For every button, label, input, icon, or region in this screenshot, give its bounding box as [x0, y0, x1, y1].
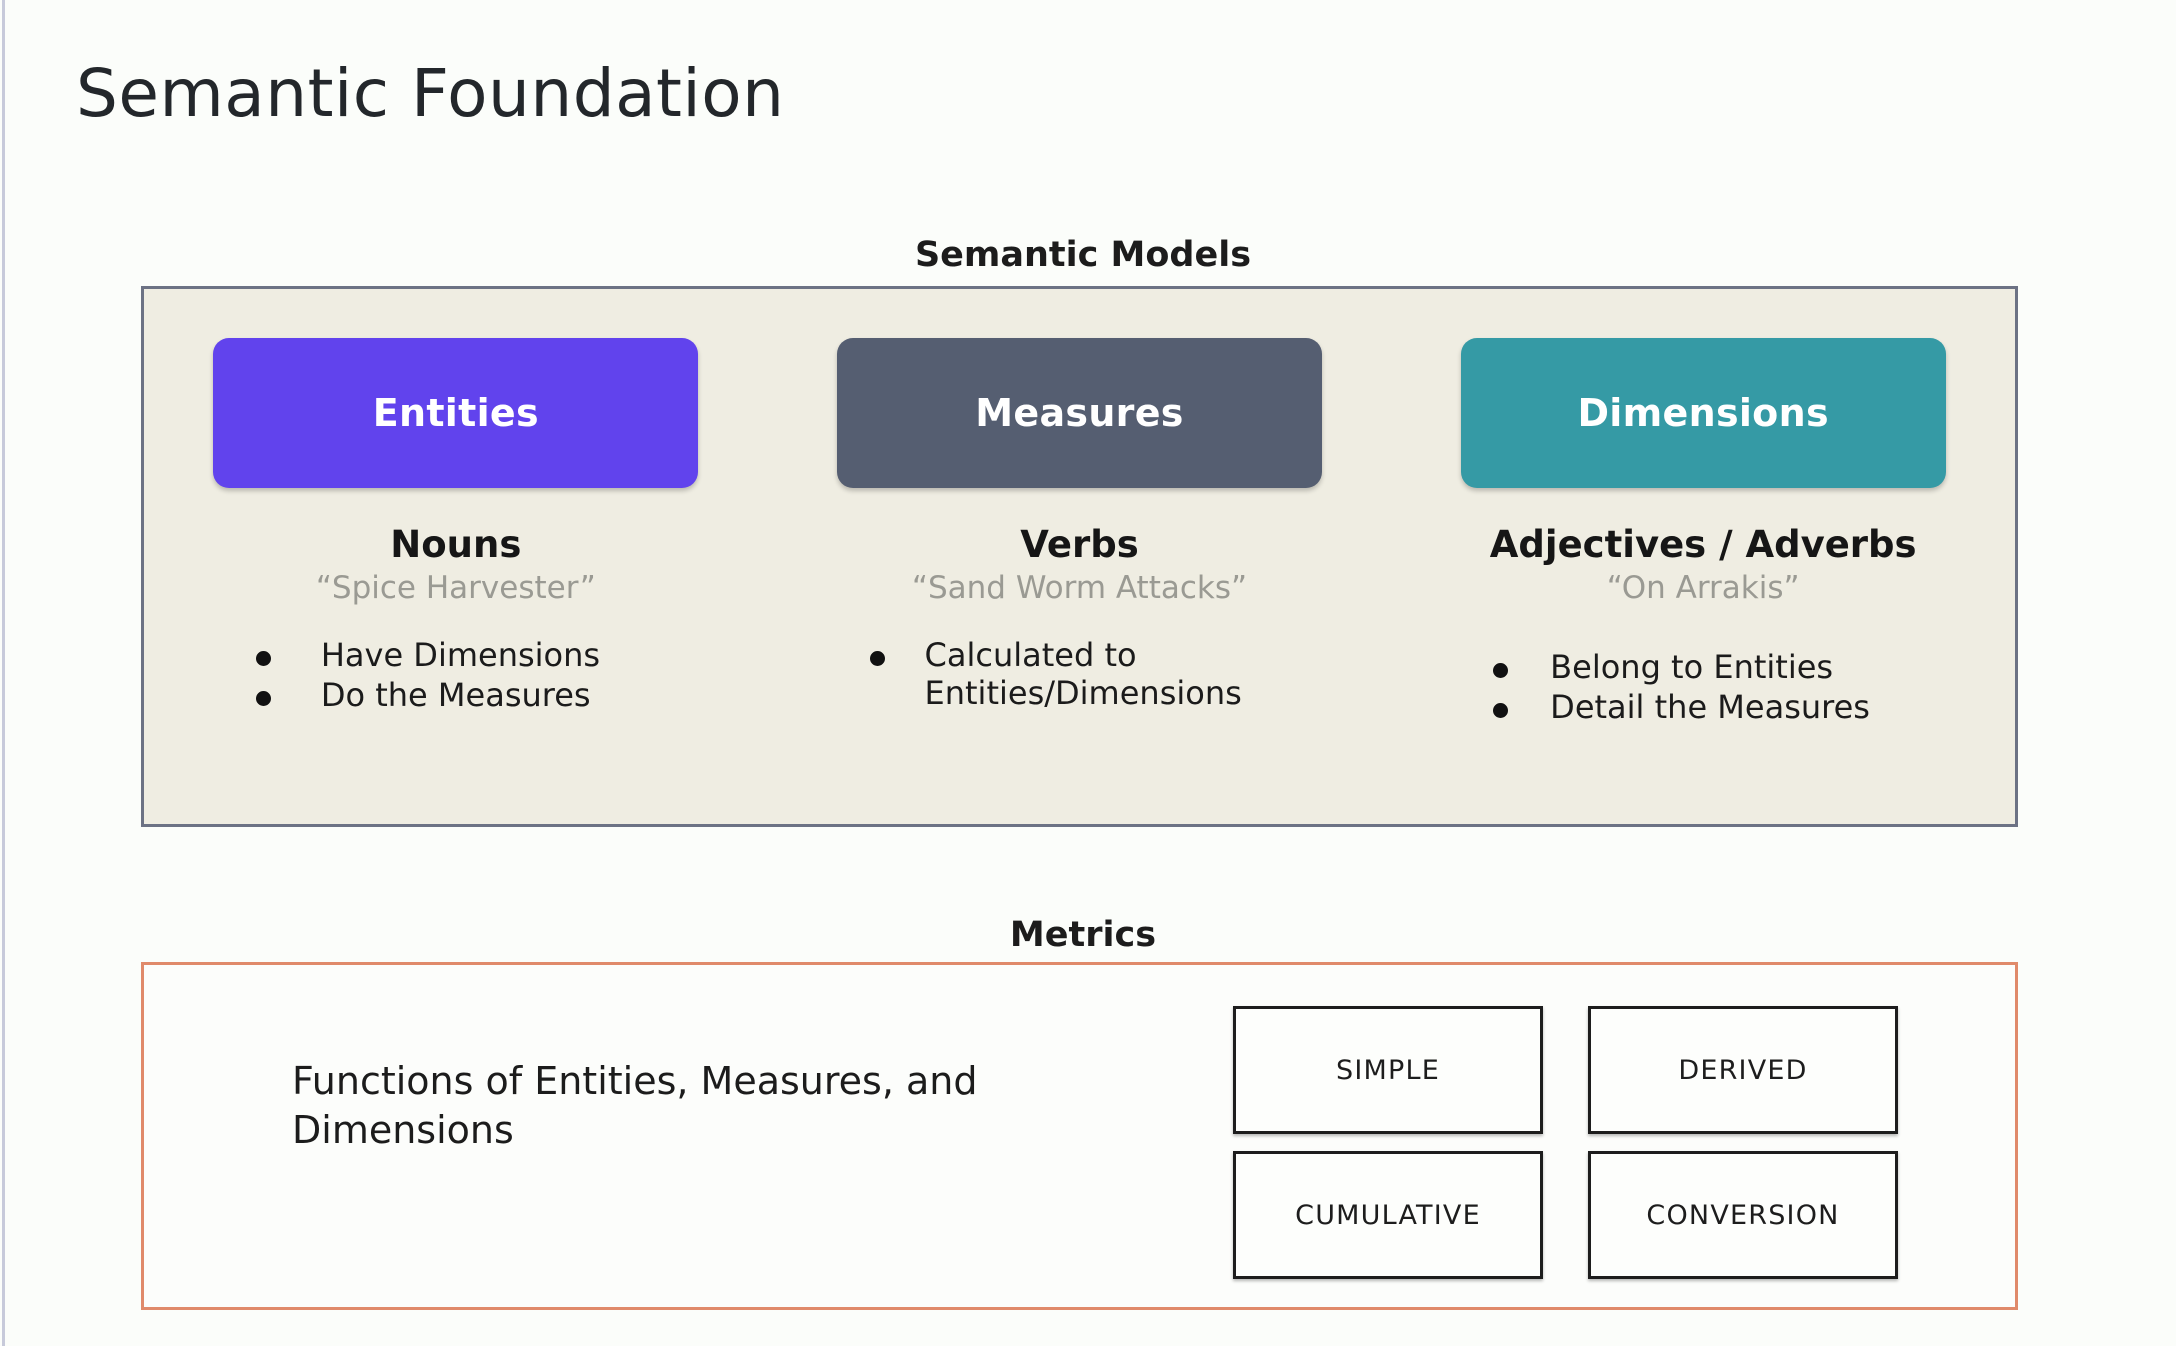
list-item: Detail the Measures [1493, 687, 1913, 727]
entities-pill[interactable]: Entities [213, 338, 699, 488]
list-item: Have Dimensions [255, 635, 656, 675]
metric-types-grid: SIMPLE DERIVED CUMULATIVE CONVERSION [1233, 1006, 1898, 1279]
measures-bullet-list: Calculated to Entities/Dimensions [768, 635, 1392, 715]
metric-type-conversion[interactable]: CONVERSION [1588, 1151, 1898, 1279]
semantic-models-panel: Entities Nouns “Spice Harvester” Have Di… [141, 286, 2018, 827]
model-column-measures: Measures Verbs “Sand Worm Attacks” Calcu… [768, 289, 1392, 824]
model-column-entities: Entities Nouns “Spice Harvester” Have Di… [144, 289, 768, 824]
metric-type-simple[interactable]: SIMPLE [1233, 1006, 1543, 1134]
metric-type-derived[interactable]: DERIVED [1588, 1006, 1898, 1134]
dimensions-bullet-list: Belong to Entities Detail the Measures [1391, 647, 2015, 729]
metrics-description: Functions of Entities, Measures, and Dim… [292, 1059, 978, 1152]
measures-pill[interactable]: Measures [837, 338, 1322, 488]
metric-type-cumulative[interactable]: CUMULATIVE [1233, 1151, 1543, 1279]
bullet-dot-icon [1493, 662, 1509, 678]
bullet-dot-icon [869, 650, 885, 666]
semantic-models-caption: Semantic Models [914, 235, 1252, 275]
bullet-dot-icon [255, 690, 271, 706]
entities-example: “Spice Harvester” [315, 569, 596, 606]
measures-bullet-text: Calculated to Entities/Dimensions [924, 635, 1242, 712]
bullet-dot-icon [255, 650, 271, 666]
list-item: Do the Measures [255, 675, 656, 715]
dimensions-pill[interactable]: Dimensions [1460, 338, 1946, 488]
page-title: Semantic Foundation [76, 55, 785, 132]
entities-bullet-text: Do the Measures [320, 675, 591, 714]
model-column-dimensions: Dimensions Adjectives / Adverbs “On Arra… [1391, 289, 2015, 824]
metrics-panel: Functions of Entities, Measures, and Dim… [141, 962, 2018, 1310]
list-item: Belong to Entities [1493, 647, 1913, 687]
entities-bullet-list: Have Dimensions Do the Measures [144, 635, 768, 717]
dimensions-bullet-text: Belong to Entities [1550, 647, 1834, 686]
entities-bullet-text: Have Dimensions [320, 635, 601, 674]
dimensions-part-of-speech: Adjectives / Adverbs [1489, 523, 1917, 566]
list-item: Calculated to Entities/Dimensions [869, 635, 1290, 713]
dimensions-bullet-text: Detail the Measures [1550, 687, 1870, 726]
measures-example: “Sand Worm Attacks” [911, 569, 1248, 606]
entities-part-of-speech: Nouns [390, 523, 522, 566]
left-edge-rule [2, 0, 5, 1346]
measures-part-of-speech: Verbs [1020, 523, 1139, 566]
semantic-models-grid: Entities Nouns “Spice Harvester” Have Di… [144, 289, 2015, 824]
bullet-dot-icon [1493, 702, 1509, 718]
dimensions-example: “On Arrakis” [1606, 569, 1800, 606]
metrics-caption: Metrics [1009, 915, 1157, 955]
